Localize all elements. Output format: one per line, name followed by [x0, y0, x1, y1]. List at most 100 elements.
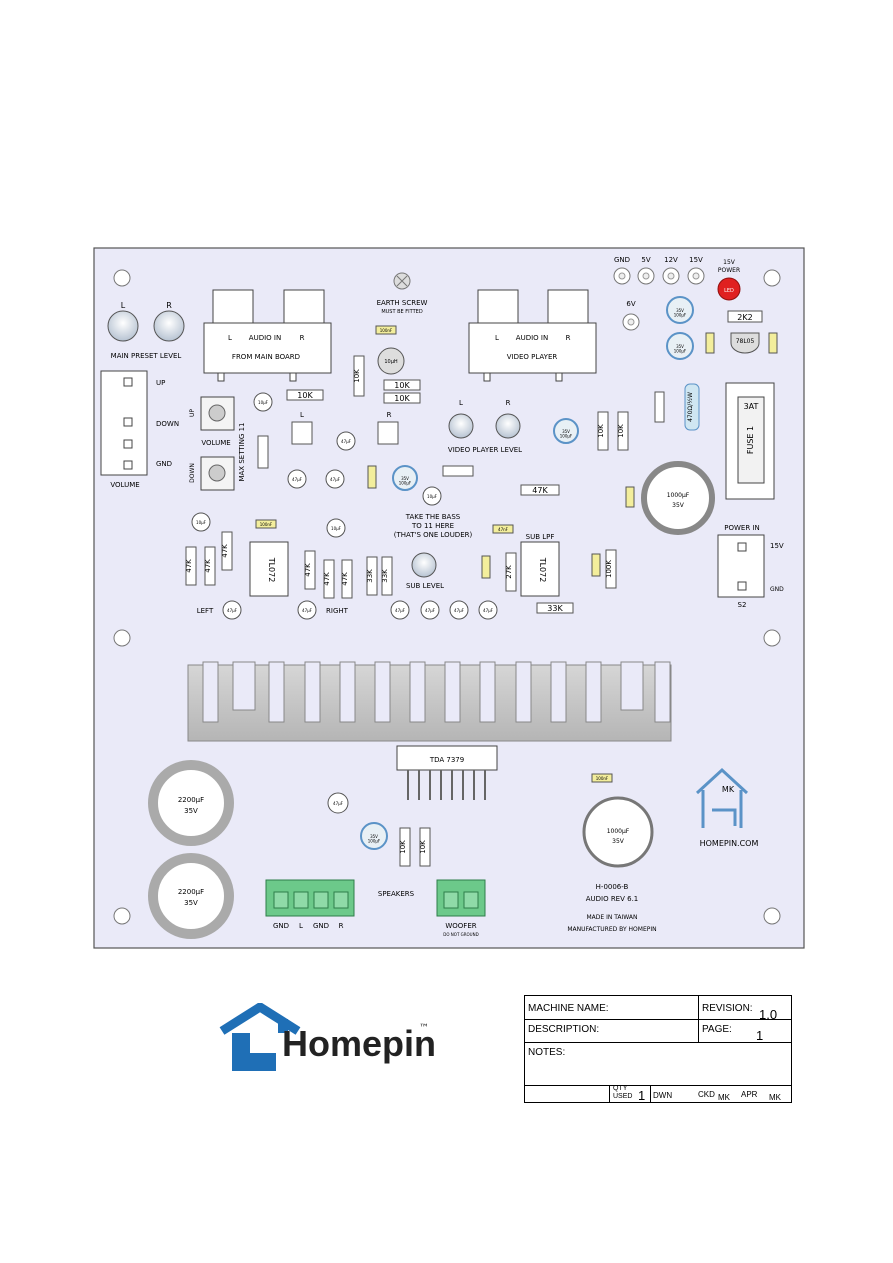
- homepin-logo: Homepin ™: [218, 1003, 438, 1075]
- svg-text:GND: GND: [770, 586, 784, 593]
- mounting-hole: [113, 907, 131, 925]
- power-led: [717, 277, 741, 301]
- svg-text:15V: 15V: [770, 542, 784, 550]
- svg-text:5V: 5V: [641, 256, 650, 264]
- svg-text:10µF: 10µF: [196, 520, 207, 525]
- svg-text:2200µF: 2200µF: [178, 796, 204, 804]
- revision-label: REVISION:: [702, 1003, 753, 1014]
- rca-video-r: R: [566, 334, 571, 342]
- svg-text:MANUFACTURED BY HOMEPIN: MANUFACTURED BY HOMEPIN: [567, 926, 656, 933]
- earth-screw-note: MUST BE FITTED: [381, 309, 423, 315]
- svg-text:47µF: 47µF: [454, 608, 465, 613]
- svg-text:FUSE 1: FUSE 1: [746, 426, 755, 454]
- push-buttons: UP DOWN VOLUME MAX SETTING 11: [189, 396, 246, 491]
- mounting-hole: [763, 629, 781, 647]
- svg-text:47µF: 47µF: [330, 477, 341, 482]
- rca-main-l: L: [228, 334, 232, 342]
- svg-text:MADE IN TAIWAN: MADE IN TAIWAN: [586, 914, 637, 921]
- svg-text:POWER: POWER: [718, 267, 740, 274]
- svg-text:470Ω/½W: 470Ω/½W: [687, 392, 694, 422]
- svg-text:47K: 47K: [323, 572, 331, 586]
- svg-text:47K: 47K: [304, 563, 312, 577]
- svg-text:27K: 27K: [505, 565, 513, 579]
- revision-value: 1.0: [759, 1007, 778, 1022]
- earth-screw-label: EARTH SCREW: [377, 299, 428, 307]
- heatsink: [187, 661, 672, 742]
- page-value: 1: [756, 1028, 764, 1043]
- svg-text:35V: 35V: [184, 807, 198, 815]
- page-label: PAGE:: [702, 1024, 732, 1035]
- svg-text:UP: UP: [189, 409, 196, 417]
- svg-text:47µF: 47µF: [292, 477, 303, 482]
- svg-text:L: L: [459, 399, 463, 407]
- svg-text:47K: 47K: [185, 559, 193, 573]
- rca-main-title: FROM MAIN BOARD: [232, 353, 300, 361]
- svg-text:POWER IN: POWER IN: [724, 524, 759, 532]
- svg-text:35V: 35V: [184, 899, 198, 907]
- svg-text:S2: S2: [738, 601, 747, 609]
- svg-text:GND: GND: [156, 460, 172, 468]
- svg-text:10K: 10K: [419, 840, 427, 854]
- rca-input-main: L AUDIO IN R FROM MAIN BOARD: [203, 289, 332, 382]
- svg-text:15V: 15V: [689, 256, 703, 264]
- rca-main-r: R: [300, 334, 305, 342]
- mounting-holes: [113, 269, 781, 925]
- qty-used-label: USED: [613, 1093, 633, 1100]
- svg-text:SUB LEVEL: SUB LEVEL: [406, 582, 444, 590]
- opamp-section: 10µF 100nF 47K 47K 47K TL072 10µF 47K 47…: [185, 484, 617, 620]
- earth-screw: EARTH SCREW MUST BE FITTED: [377, 272, 428, 315]
- machine-name-label: MACHINE NAME:: [528, 1003, 609, 1014]
- description-label: DESCRIPTION:: [528, 1024, 600, 1035]
- pot-label-l: L: [121, 301, 126, 310]
- svg-text:2K2: 2K2: [737, 313, 752, 322]
- mounting-hole: [113, 269, 131, 287]
- power-pads: GND 5V 12V 15V 6V 15V POWER LED: [613, 256, 741, 331]
- rca-video-audio-in: AUDIO IN: [516, 334, 548, 342]
- svg-text:47µF: 47µF: [425, 608, 436, 613]
- svg-text:47µF: 47µF: [395, 608, 406, 613]
- svg-text:(THAT'S ONE LOUDER): (THAT'S ONE LOUDER): [394, 531, 473, 539]
- qty-value: 1: [638, 1088, 646, 1103]
- pot-label-r: R: [166, 301, 172, 310]
- svg-text:10µF: 10µF: [331, 526, 342, 531]
- svg-text:47K: 47K: [221, 544, 229, 558]
- logo-text: Homepin: [282, 1023, 437, 1064]
- svg-text:MAX SETTING 11: MAX SETTING 11: [238, 422, 246, 481]
- svg-text:35V: 35V: [612, 838, 625, 845]
- rca-main-audio-in: AUDIO IN: [249, 334, 281, 342]
- svg-text:47µF: 47µF: [227, 608, 238, 613]
- trim-pot: [107, 310, 139, 342]
- main-preset-pots: L R MAIN PRESET LEVEL: [107, 301, 185, 360]
- svg-text:10µF: 10µF: [258, 400, 269, 405]
- svg-text:78L05: 78L05: [736, 338, 755, 345]
- svg-text:VIDEO PLAYER LEVEL: VIDEO PLAYER LEVEL: [448, 446, 522, 454]
- svg-text:10µF: 10µF: [427, 494, 438, 499]
- svg-text:R: R: [506, 399, 511, 407]
- svg-text:MK: MK: [722, 785, 735, 794]
- svg-text:L: L: [300, 411, 304, 419]
- svg-text:LED: LED: [724, 288, 734, 294]
- svg-text:2200µF: 2200µF: [178, 888, 204, 896]
- mounting-hole: [763, 269, 781, 287]
- trademark: ™: [419, 1023, 429, 1034]
- svg-text:15V: 15V: [723, 259, 736, 266]
- svg-text:TDA 7379: TDA 7379: [429, 756, 464, 764]
- svg-text:47µF: 47µF: [341, 439, 352, 444]
- svg-text:47µF: 47µF: [333, 801, 344, 806]
- svg-text:33K: 33K: [547, 604, 563, 613]
- qty-label: QTY: [613, 1085, 628, 1092]
- rca-video-l: L: [495, 334, 499, 342]
- svg-text:47nF: 47nF: [498, 527, 509, 532]
- svg-text:100K: 100K: [605, 560, 613, 578]
- svg-text:35V: 35V: [672, 502, 685, 509]
- trim-pot: [153, 310, 185, 342]
- svg-text:R: R: [387, 411, 392, 419]
- svg-text:10K: 10K: [353, 369, 361, 383]
- svg-text:SUB LPF: SUB LPF: [526, 533, 555, 541]
- svg-text:TL072: TL072: [538, 557, 547, 583]
- svg-text:UP: UP: [156, 379, 165, 387]
